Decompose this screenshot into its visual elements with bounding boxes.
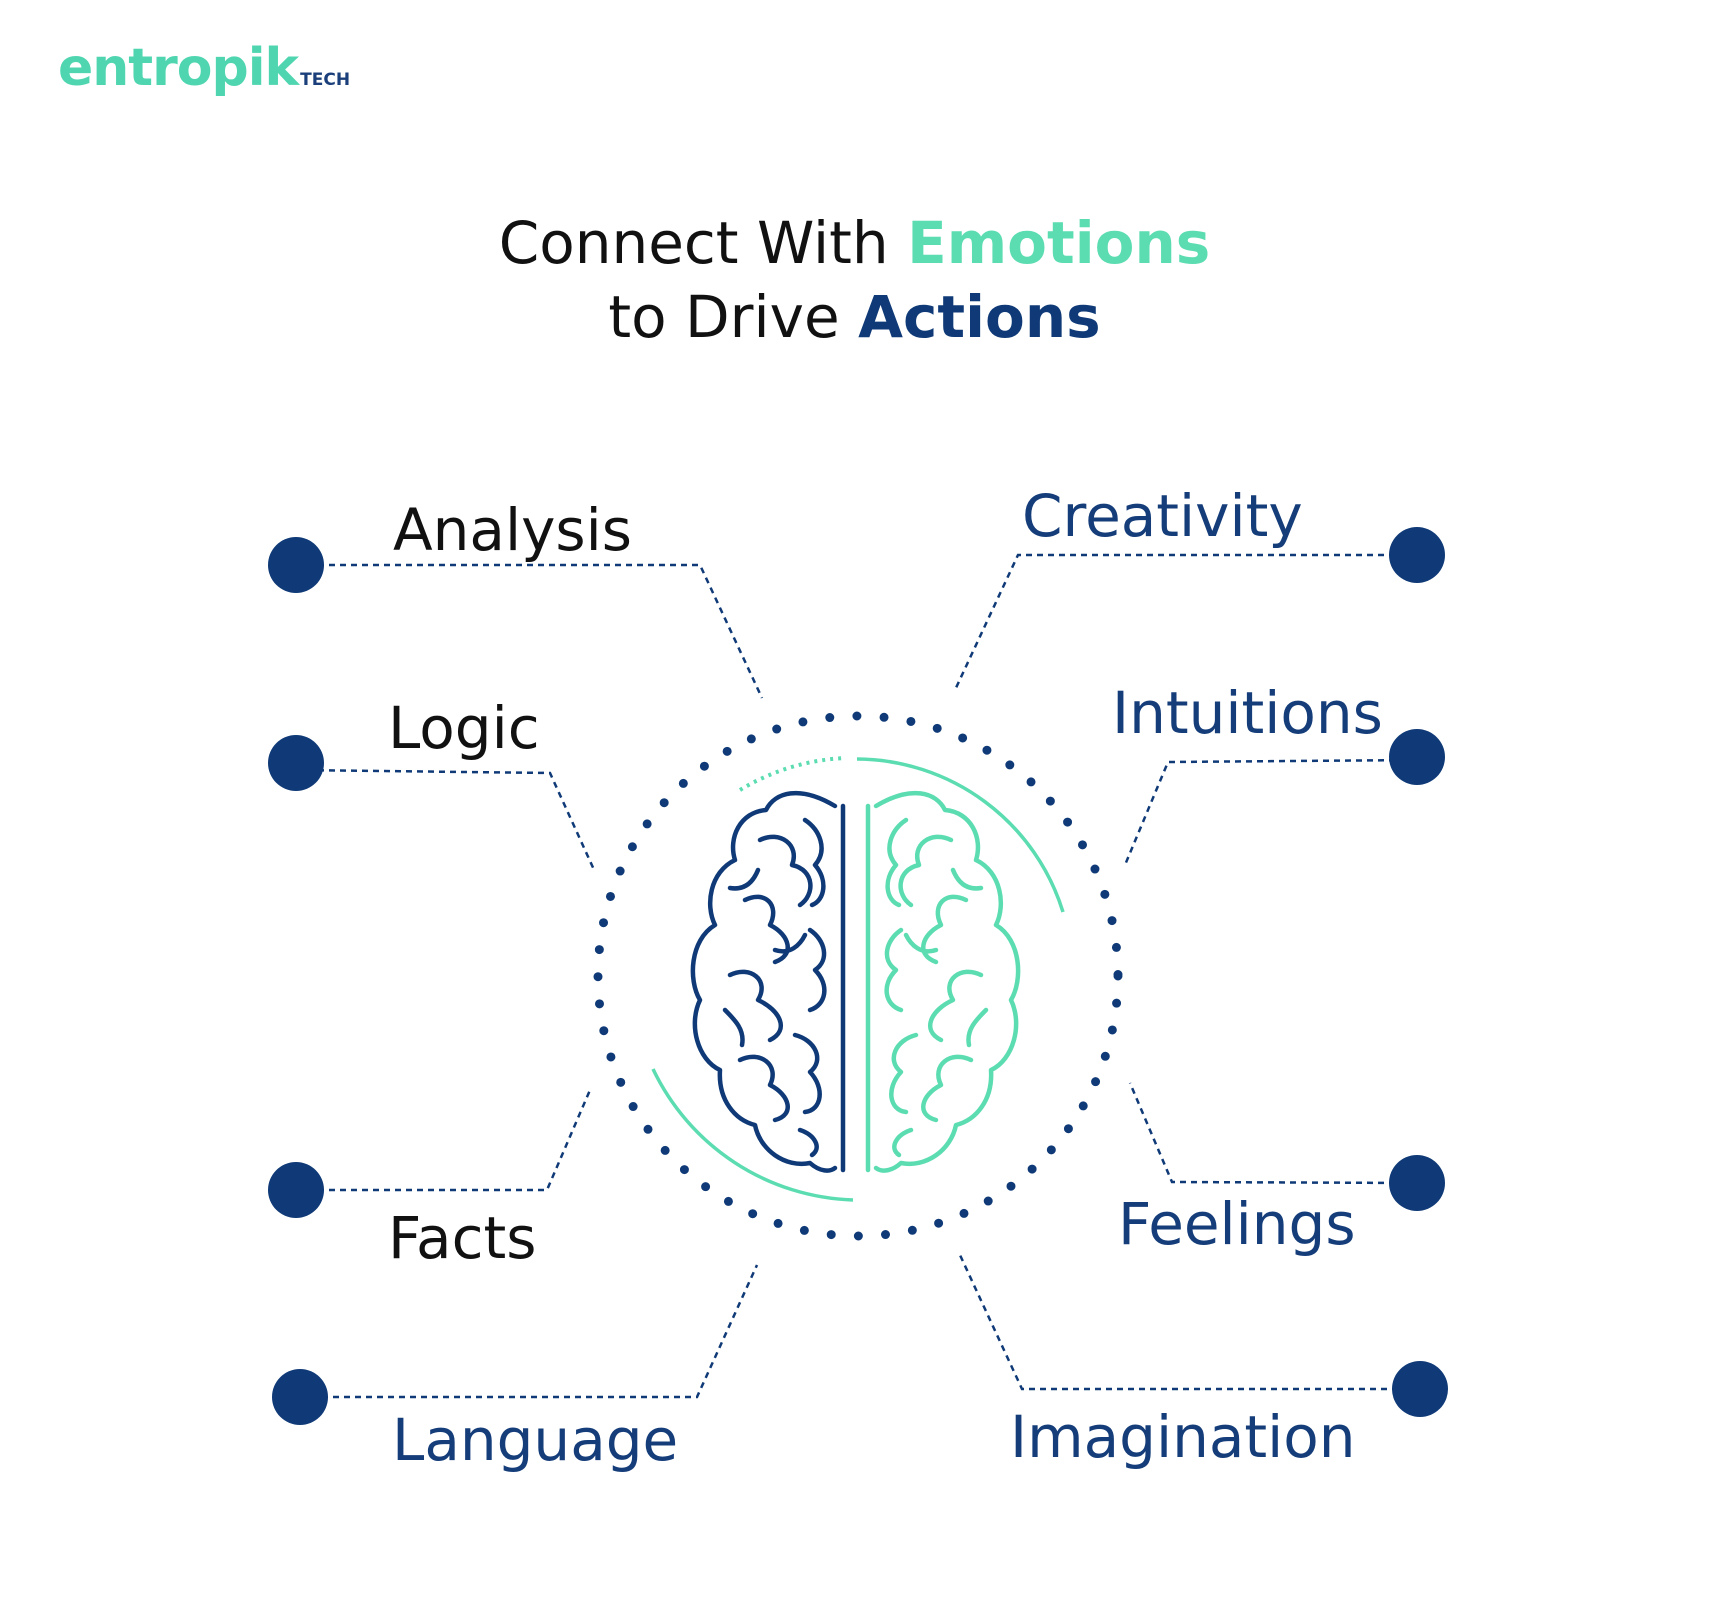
dot-logic bbox=[268, 735, 324, 791]
trait-intuitions: Intuitions bbox=[1112, 679, 1383, 747]
title-line-2-prefix: to Drive bbox=[608, 283, 859, 351]
brain-right-hemisphere bbox=[865, 790, 1021, 1173]
connector-dots bbox=[268, 527, 1448, 1425]
green-arc-bottom bbox=[651, 1068, 854, 1202]
trait-language: Language bbox=[392, 1406, 679, 1474]
logo-suffix: TECH bbox=[300, 70, 351, 90]
connector-feelings bbox=[1128, 1082, 1418, 1185]
dot-imagination bbox=[1392, 1361, 1448, 1417]
title-highlight-emotions: Emotions bbox=[907, 209, 1211, 277]
connector-creativity bbox=[953, 553, 1417, 691]
connector-logic bbox=[295, 768, 597, 873]
connector-analysis bbox=[296, 563, 764, 699]
logo: entropik TECH bbox=[58, 38, 350, 108]
connector-intuitions bbox=[1123, 758, 1418, 866]
dot-facts bbox=[268, 1162, 324, 1218]
dot-intuitions bbox=[1389, 729, 1445, 785]
connector-imagination bbox=[958, 1254, 1420, 1391]
brain-left-hemisphere bbox=[690, 790, 846, 1173]
trait-creativity: Creativity bbox=[1022, 482, 1303, 550]
logo-wordmark: entropik bbox=[58, 38, 299, 98]
dotted-ring bbox=[593, 711, 1123, 1241]
connector-lines bbox=[295, 553, 1420, 1399]
trait-feelings: Feelings bbox=[1118, 1190, 1356, 1258]
title-highlight-actions: Actions bbox=[858, 283, 1101, 351]
trait-analysis: Analysis bbox=[393, 496, 632, 564]
connector-language bbox=[300, 1264, 759, 1399]
trait-facts: Facts bbox=[388, 1204, 537, 1272]
dot-analysis bbox=[268, 537, 324, 593]
dot-creativity bbox=[1389, 527, 1445, 583]
trait-imagination: Imagination bbox=[1010, 1403, 1356, 1471]
green-arc-top-dotted bbox=[738, 756, 847, 792]
dot-feelings bbox=[1389, 1155, 1445, 1211]
title-line-1-prefix: Connect With bbox=[498, 209, 908, 277]
connector-facts bbox=[296, 1089, 592, 1192]
green-arc-top bbox=[856, 757, 1065, 913]
trait-logic: Logic bbox=[388, 694, 540, 762]
dot-language bbox=[272, 1369, 328, 1425]
title-line-2: to Drive Actions bbox=[0, 279, 1709, 355]
title-line-1: Connect With Emotions bbox=[0, 205, 1709, 281]
